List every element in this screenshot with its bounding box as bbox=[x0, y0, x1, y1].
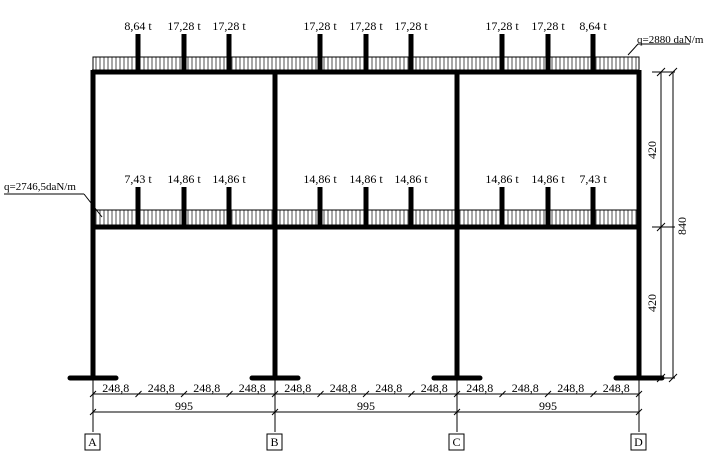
axis-c-box bbox=[448, 433, 465, 451]
top-point-load-label-1: 8,64 t bbox=[124, 19, 152, 33]
axis-d-label: D bbox=[634, 435, 643, 449]
span-label-3: 995 bbox=[539, 399, 557, 413]
sub-span-tick bbox=[180, 390, 188, 398]
sub-span-label-12: 248,8 bbox=[603, 381, 630, 395]
sub-span-labels: 248,8 248,8 248,8 248,8 248,8 248,8 248,8 248,8… bbox=[102, 381, 630, 395]
axis-b-label: B bbox=[270, 435, 278, 449]
middle-point-load-label-2: 14,86 t bbox=[167, 172, 201, 186]
axis-markers bbox=[84, 433, 647, 451]
span-label-2: 995 bbox=[357, 399, 375, 413]
sub-span-tick bbox=[317, 390, 324, 398]
middle-point-load-label-8: 14,86 t bbox=[531, 172, 565, 186]
sub-span-tick bbox=[499, 390, 506, 398]
sub-span-tick bbox=[89, 390, 97, 398]
sub-span-tick bbox=[544, 390, 552, 398]
middle-point-load-label-6: 14,86 t bbox=[394, 172, 428, 186]
point-load-labels: 8,64 t 7,43 t 17,28 t 14,86 t 17,28 t 14,86 t… bbox=[124, 19, 607, 186]
axis-c-label: C bbox=[452, 435, 460, 449]
sub-span-tick bbox=[635, 390, 643, 398]
middle-point-load-label-9: 7,43 t bbox=[579, 172, 607, 186]
axis-b-box bbox=[266, 433, 283, 451]
story-height-upper: 420 bbox=[645, 141, 659, 159]
sub-span-label-11: 248,8 bbox=[557, 381, 584, 395]
sub-span-label-2: 248,8 bbox=[148, 381, 175, 395]
q-mid-leader-diag bbox=[83, 193, 103, 218]
sub-span-tick bbox=[362, 390, 370, 398]
top-point-load-label-7: 17,28 t bbox=[485, 19, 519, 33]
story-height-lower: 420 bbox=[645, 294, 659, 312]
sub-span-tick bbox=[226, 390, 233, 398]
span-tick bbox=[635, 408, 643, 416]
q-mid-label: q=2746,5daN/m bbox=[4, 181, 76, 193]
middle-point-load-label-7: 14,86 t bbox=[485, 172, 519, 186]
middle-point-load-label-1: 7,43 t bbox=[124, 172, 152, 186]
dimension-ticks bbox=[89, 390, 643, 416]
sub-span-tick bbox=[135, 390, 142, 398]
sub-span-label-1: 248,8 bbox=[102, 381, 129, 395]
top-point-load-label-5: 17,28 t bbox=[349, 19, 383, 33]
sub-span-tick bbox=[408, 390, 415, 398]
top-point-load-label-4: 17,28 t bbox=[303, 19, 337, 33]
axis-d-box bbox=[630, 433, 647, 451]
sub-span-label-7: 248,8 bbox=[375, 381, 402, 395]
span-tick bbox=[271, 408, 279, 416]
sub-span-tick bbox=[271, 390, 279, 398]
sub-span-label-10: 248,8 bbox=[512, 381, 539, 395]
point-load-bars bbox=[135, 34, 596, 227]
sub-span-label-5: 248,8 bbox=[284, 381, 311, 395]
axis-a-box bbox=[84, 433, 101, 451]
middle-point-load-label-3: 14,86 t bbox=[212, 172, 246, 186]
middle-point-load-label-4: 14,86 t bbox=[303, 172, 337, 186]
q-top-label: q=2880 daN/m bbox=[637, 34, 704, 46]
sub-span-tick bbox=[453, 390, 461, 398]
q-top-leader bbox=[627, 43, 639, 56]
sub-span-tick bbox=[590, 390, 597, 398]
top-point-load-label-6: 17,28 t bbox=[394, 19, 428, 33]
axis-a-label: A bbox=[88, 435, 97, 449]
top-point-load-label-3: 17,28 t bbox=[212, 19, 246, 33]
top-point-load-label-8: 17,28 t bbox=[531, 19, 565, 33]
top-point-load-label-2: 17,28 t bbox=[167, 19, 201, 33]
sub-span-label-3: 248,8 bbox=[193, 381, 220, 395]
total-height: 840 bbox=[675, 217, 689, 235]
vertical-dimensions bbox=[652, 67, 678, 383]
middle-point-load-label-5: 14,86 t bbox=[349, 172, 383, 186]
sub-span-label-8: 248,8 bbox=[421, 381, 448, 395]
span-label-1: 995 bbox=[175, 399, 193, 413]
span-labels: 995 995 995 bbox=[175, 399, 557, 413]
sub-span-label-4: 248,8 bbox=[239, 381, 266, 395]
span-tick bbox=[89, 408, 97, 416]
top-point-load-label-9: 8,64 t bbox=[579, 19, 607, 33]
sub-span-label-6: 248,8 bbox=[330, 381, 357, 395]
sub-span-label-9: 248,8 bbox=[466, 381, 493, 395]
span-tick bbox=[453, 408, 461, 416]
